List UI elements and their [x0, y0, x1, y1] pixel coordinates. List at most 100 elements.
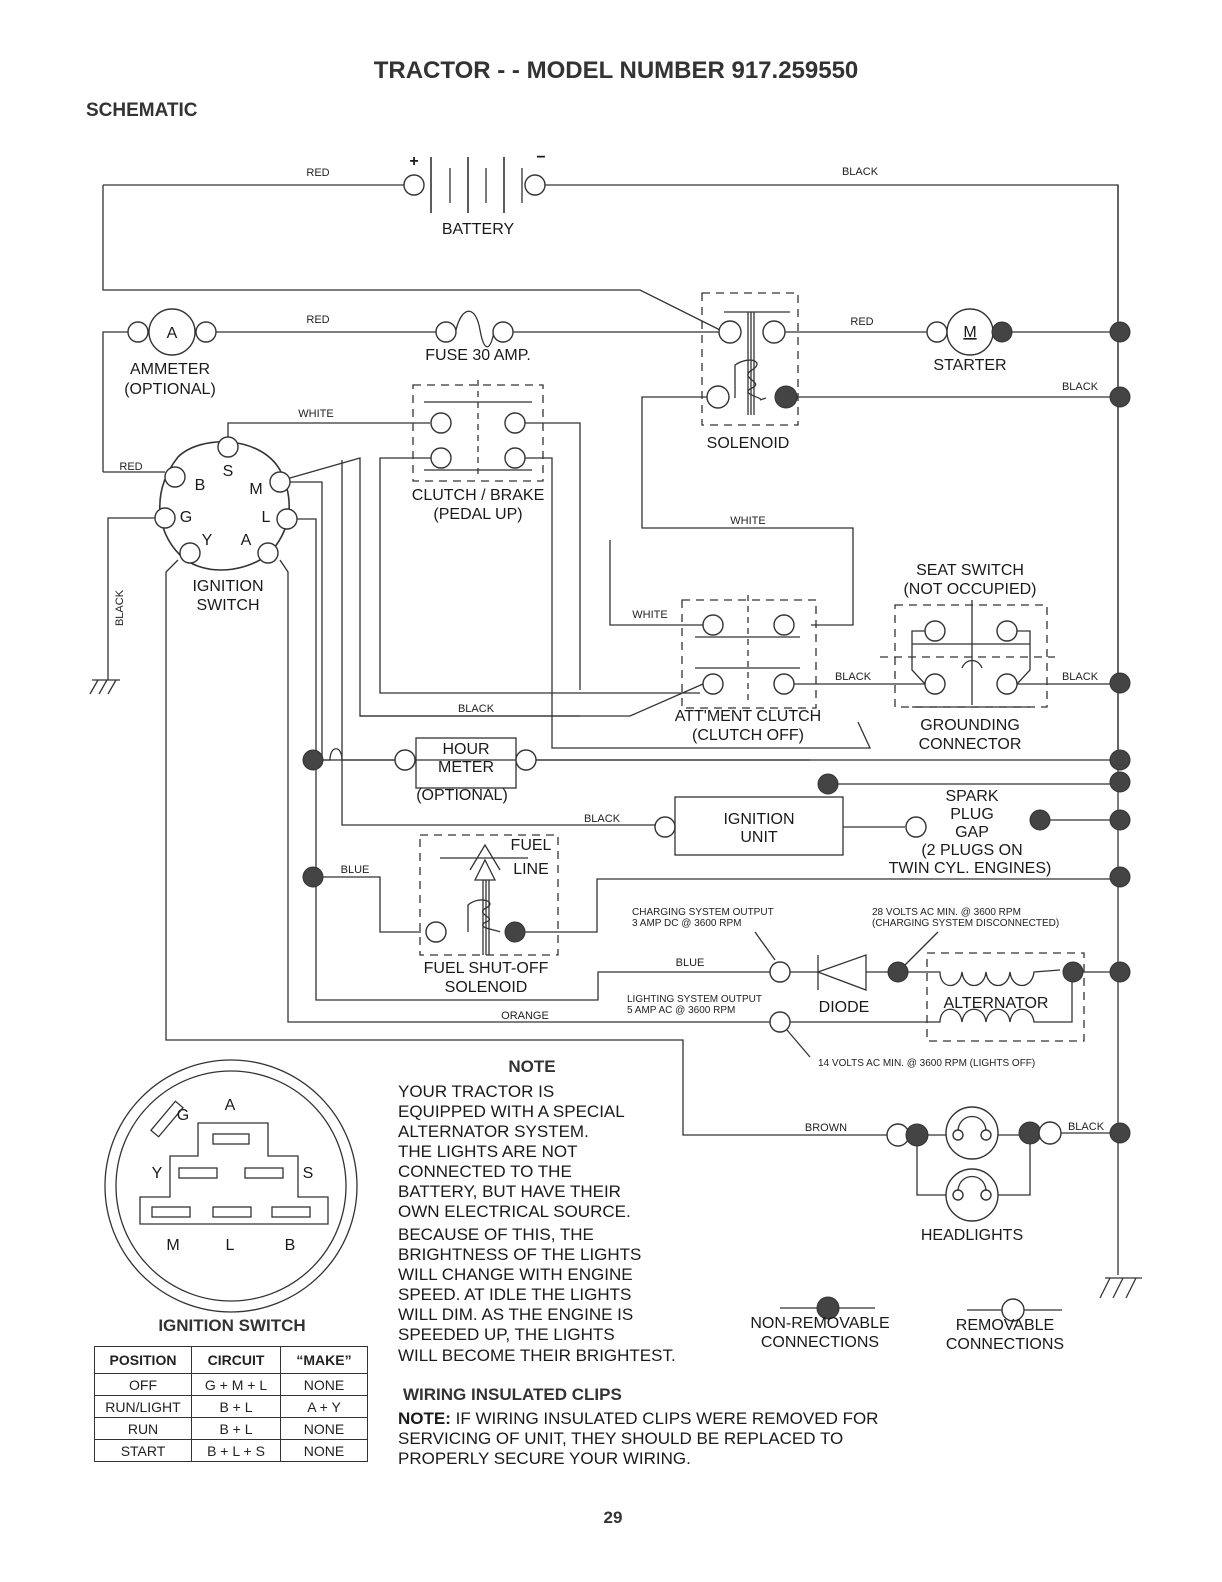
charging-output-rating: 3 AMP DC @ 3600 RPM: [632, 918, 741, 929]
wire-label-white-mid: WHITE: [730, 515, 765, 527]
wire-fuel-ground: [525, 878, 1110, 933]
wire-label-black-lower: BLACK: [1062, 671, 1099, 683]
pin-label-b: B: [195, 477, 206, 494]
wire-label-black-solenoid: BLACK: [1062, 381, 1099, 393]
wire-label-white-clutch: WHITE: [632, 609, 667, 621]
wire-label-orange: ORANGE: [501, 1010, 549, 1022]
fuel-line-label: FUEL: [511, 837, 552, 854]
switch-pin-b: [164, 466, 186, 488]
wire-label-red-starter: RED: [850, 316, 873, 328]
wire-label-red: RED: [306, 167, 329, 179]
ignition-unit-label-2: UNIT: [740, 829, 778, 846]
wire-blue-diode: [315, 805, 770, 1001]
face-pin-g: G: [177, 1107, 189, 1124]
table-cell: NONE: [280, 1373, 368, 1396]
starter-motor-icon: [926, 308, 1013, 356]
seat-switch-label: SEAT SWITCH: [916, 562, 1024, 579]
junction-hourmeter: [302, 749, 324, 771]
volts28-label: 28 VOLTS AC MIN. @ 3600 RPM: [872, 907, 1021, 918]
arrow-14v: [786, 1029, 811, 1058]
clips-title: WIRING INSULATED CLIPS: [403, 1385, 622, 1404]
solenoid-label: SOLENOID: [707, 435, 790, 452]
clutch-brake-switch: [412, 380, 544, 482]
attment-clutch-off-label: (CLUTCH OFF): [692, 727, 804, 744]
hour-meter-label: HOUR: [442, 741, 489, 758]
pin-label-m: M: [249, 481, 262, 498]
ammeter-symbol: A: [167, 325, 178, 342]
wire-brown: [165, 559, 888, 1136]
headlights: [886, 1106, 1110, 1222]
page-title: TRACTOR - - MODEL NUMBER 917.259550: [374, 57, 859, 84]
wire-label-black: BLACK: [842, 166, 879, 178]
wire-label-red-switch: RED: [119, 461, 142, 473]
switch-pin-a: [257, 542, 279, 564]
ground-symbol-left-icon: [89, 679, 120, 695]
pin-label-a: A: [241, 532, 252, 549]
wire-label-black-seat: BLACK: [835, 671, 872, 683]
switch-pin-l: [276, 508, 298, 530]
solenoid: [701, 292, 799, 426]
table-cell: RUN/LIGHT: [94, 1395, 192, 1418]
note-line: WILL DIM. AS THE ENGINE IS: [398, 1305, 633, 1324]
charging-output-terminal: [769, 961, 791, 983]
wire-white-s: [227, 422, 430, 437]
switch-pin-s: [217, 436, 239, 458]
wire-label-blue-diode: BLUE: [676, 957, 705, 969]
table-cell: OFF: [94, 1373, 192, 1396]
spark-plug-terminal: [905, 816, 927, 838]
fuel-solenoid-label-2: SOLENOID: [445, 979, 528, 996]
face-pin-a: A: [225, 1097, 236, 1114]
grounding-connector-label-2: CONNECTOR: [919, 736, 1022, 753]
face-pin-s: S: [303, 1165, 314, 1182]
clips-note-prefix: NOTE:: [398, 1409, 451, 1428]
wire-black-clutch-link: [360, 683, 704, 717]
spark-label-line: SPARK: [945, 788, 998, 805]
face-pin-b: B: [285, 1237, 296, 1254]
wire-label-black-headlight: BLACK: [1068, 1121, 1105, 1133]
clutch-brake-label: CLUTCH / BRAKE: [412, 487, 544, 504]
ammeter-terminal-left: [127, 321, 149, 343]
ignition-switch-label-2: SWITCH: [196, 597, 259, 614]
ignition-switch-label: IGNITION: [192, 578, 263, 595]
ammeter-optional-label: (OPTIONAL): [124, 381, 216, 398]
note-body: YOUR TRACTOR IS EQUIPPED WITH A SPECIAL …: [398, 1082, 676, 1365]
table-cell: NONE: [280, 1439, 368, 1462]
pin-label-l: L: [262, 509, 271, 526]
wire-hourmeter-in: [323, 748, 395, 761]
diode-label: DIODE: [819, 999, 870, 1016]
table-row: START B + L + S NONE: [94, 1439, 368, 1462]
battery-minus-sign: −: [536, 149, 545, 166]
table-cell: B + L: [191, 1395, 281, 1418]
lighting-output-label: LIGHTING SYSTEM OUTPUT: [627, 994, 762, 1005]
table-cell: B + L: [191, 1417, 281, 1440]
note-line: SPEEDED UP, THE LIGHTS: [398, 1325, 615, 1344]
wire-white-clutch: [609, 540, 703, 626]
wire-clutch-black: [379, 457, 700, 694]
table-cell: NONE: [280, 1417, 368, 1440]
ignition-switch: S B M G L Y A: [154, 436, 298, 571]
hour-meter-optional: (OPTIONAL): [416, 787, 508, 804]
spark-plug-ground-dot: [1029, 809, 1051, 831]
wire-orange: [279, 559, 770, 1023]
volts14-label: 14 VOLTS AC MIN. @ 3600 RPM (LIGHTS OFF): [818, 1058, 1035, 1069]
alternator-label: ALTERNATOR: [944, 995, 1049, 1012]
hour-meter-label-2: METER: [438, 759, 494, 776]
pin-label-s: S: [223, 463, 234, 480]
ignition-switch-table: POSITION CIRCUIT “MAKE” OFF G + M + L NO…: [94, 1346, 368, 1462]
wire-blue-fuel: [323, 876, 421, 933]
wire-clutch-loop: [525, 457, 872, 749]
ammeter-label: AMMETER: [130, 361, 210, 378]
wire-label-blue-fuel: BLUE: [341, 864, 370, 876]
page-number: 29: [604, 1508, 623, 1527]
wire-red-switch: [102, 331, 128, 472]
pin-label-g: G: [180, 509, 192, 526]
switch-pin-g: [154, 507, 176, 529]
face-pin-y: Y: [152, 1165, 163, 1182]
wire-black-g: [107, 517, 155, 680]
fuel-line-label-2: LINE: [513, 861, 549, 878]
seat-switch-state-label: (NOT OCCUPIED): [903, 581, 1036, 598]
note-line: OWN ELECTRICAL SOURCE.: [398, 1202, 631, 1221]
wire-label-red-ammeter: RED: [306, 314, 329, 326]
face-pin-l: L: [226, 1237, 235, 1254]
battery-label: BATTERY: [442, 221, 515, 238]
